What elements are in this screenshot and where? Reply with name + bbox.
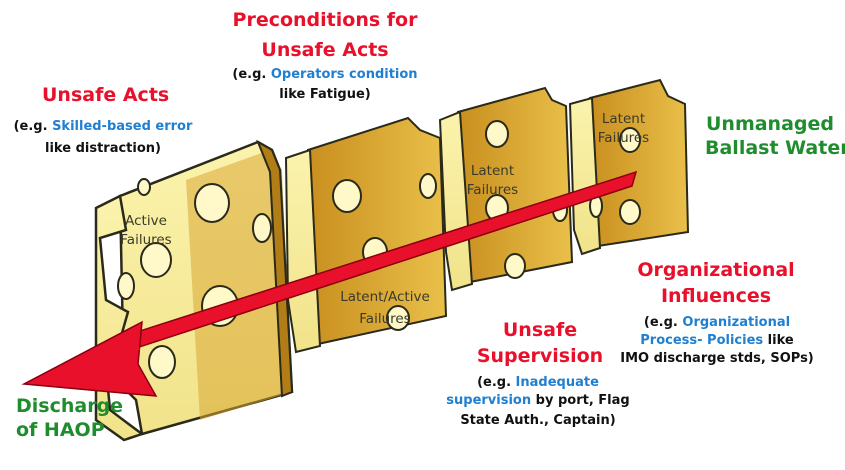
latent-active-line1: Latent/Active xyxy=(340,289,430,305)
supervision-title-line2: Supervision xyxy=(476,345,604,367)
organizational-eg: (e.g. xyxy=(643,315,683,330)
slice-label-latent-active-failures: Latent/Active Failures xyxy=(330,288,440,329)
supervision-example-line2: supervision xyxy=(446,393,532,408)
unsafe-supervision-example: (e.g. Inadequate supervision by port, Fl… xyxy=(428,374,648,430)
organizational-like: like xyxy=(763,333,794,348)
organizational-example: (e.g. Organizational Process- Policies l… xyxy=(612,314,822,368)
preconditions-eg: (e.g. xyxy=(232,67,271,82)
cheese-slice-4 xyxy=(568,78,690,256)
preconditions-tail: like Fatigue) xyxy=(279,87,371,102)
latent4-line1: Latent xyxy=(601,111,646,127)
unsafe-acts-example: (e.g. Skilled-based error like distracti… xyxy=(8,118,198,158)
active-line2: Failures xyxy=(120,232,172,248)
preconditions-title-line2: Unsafe Acts xyxy=(261,39,389,61)
preconditions-title: Preconditions for Unsafe Acts xyxy=(215,8,435,62)
preconditions-example-text: Operators condition xyxy=(270,67,418,82)
supervision-tail: State Auth., Captain) xyxy=(460,413,616,428)
unsafe-acts-title: Unsafe Acts xyxy=(42,84,170,106)
latent-active-line2: Failures xyxy=(359,311,411,327)
organizational-tail: IMO discharge stds, SOPs) xyxy=(620,351,814,366)
ballast-line1: Unmanaged xyxy=(705,113,834,135)
supervision-example-line1: Inadequate xyxy=(515,375,599,390)
discharge-label: Discharge of HAOP xyxy=(16,394,123,442)
cheese-slice-1 xyxy=(94,139,294,442)
unsafe-acts-tail: like distraction) xyxy=(45,141,161,156)
organizational-example-line2: Process- Policies xyxy=(640,333,764,348)
unsafe-acts-eg: (e.g. xyxy=(13,119,53,134)
supervision-mid: by port, Flag xyxy=(531,393,630,408)
supervision-eg: (e.g. xyxy=(477,375,516,390)
organizational-example-line1: Organizational xyxy=(682,315,791,330)
latent3-line1: Latent xyxy=(470,163,515,179)
slice-label-active-failures: Active Failures xyxy=(112,212,180,250)
latent4-line2: Failures xyxy=(597,130,650,146)
slice-label-latent-failures-3: Latent Failures xyxy=(455,162,530,200)
preconditions-title-line1: Preconditions for xyxy=(232,9,418,31)
hazard-trajectory-arrow xyxy=(21,170,638,397)
ballast-line2: Ballast Water xyxy=(705,137,845,159)
discharge-line1: Discharge xyxy=(16,395,124,417)
latent3-line2: Failures xyxy=(466,182,519,198)
ballast-water-label: Unmanaged Ballast Water xyxy=(705,112,845,160)
active-line1: Active xyxy=(125,213,167,229)
discharge-line2: of HAOP xyxy=(16,419,105,441)
supervision-title-line1: Unsafe xyxy=(502,319,578,341)
organizational-title-line1: Organizational xyxy=(637,259,795,281)
unsafe-supervision-title: Unsafe Supervision xyxy=(470,318,610,368)
preconditions-example: (e.g. Operators condition like Fatigue) xyxy=(205,66,445,104)
slice-label-latent-failures-4: Latent Failures xyxy=(586,110,661,148)
organizational-title-line2: Influences xyxy=(660,285,772,307)
unsafe-acts-example-text: Skilled-based error xyxy=(52,119,193,134)
organizational-influences-title: Organizational Influences xyxy=(628,258,804,308)
